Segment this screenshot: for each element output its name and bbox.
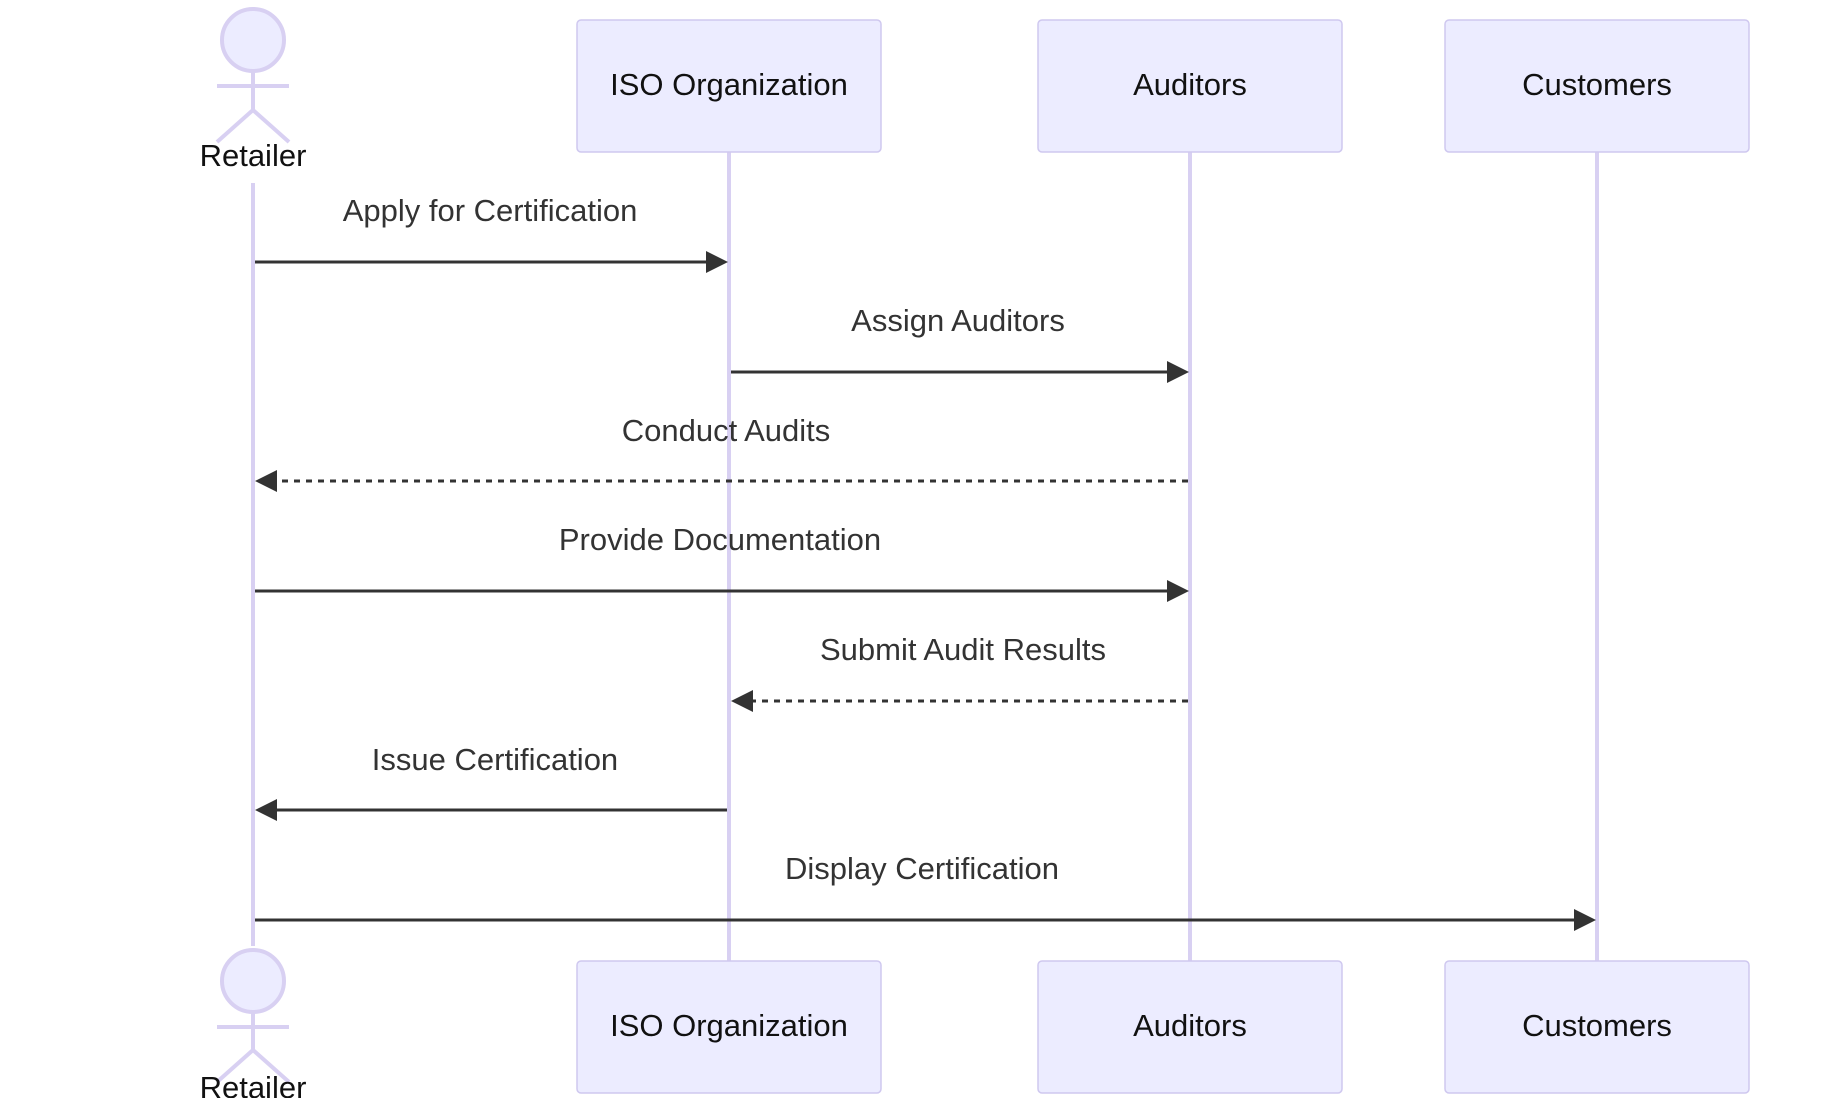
message-provide-documentation: Provide Documentation — [255, 522, 1189, 602]
participant-auditors-top: Auditors — [1037, 19, 1343, 153]
actor-leg-left — [215, 108, 255, 144]
message-assign-auditors: Assign Auditors — [731, 303, 1189, 383]
message-apply-for-certification: Apply for Certification — [255, 193, 728, 273]
actor-label-retailer-bottom: Retailer — [200, 1070, 307, 1098]
message-label: Issue Certification — [372, 742, 618, 777]
participant-label-customers-bottom: Customers — [1522, 1008, 1672, 1043]
participant-customers-bottom: Customers — [1444, 960, 1750, 1094]
participant-label-iso-organization-top: ISO Organization — [610, 67, 848, 102]
participant-iso-organization-top: ISO Organization — [576, 19, 882, 153]
message-label: Submit Audit Results — [820, 632, 1106, 667]
message-label: Display Certification — [785, 851, 1059, 886]
participant-iso-organization-bottom: ISO Organization — [576, 960, 882, 1094]
arrowhead-icon — [1167, 580, 1189, 602]
arrowhead-icon — [706, 251, 728, 273]
arrowhead-icon — [1574, 909, 1596, 931]
message-label: Conduct Audits — [622, 413, 831, 448]
actor-retailer-top: Retailer — [200, 7, 307, 173]
participant-auditors-bottom: Auditors — [1037, 960, 1343, 1094]
message-conduct-audits: Conduct Audits — [255, 413, 1188, 492]
arrowhead-icon — [255, 470, 277, 492]
participant-box — [576, 19, 882, 153]
actor-head-icon — [220, 948, 286, 1014]
participant-box — [1444, 960, 1750, 1094]
participant-label-auditors-bottom: Auditors — [1133, 1008, 1247, 1043]
actor-leg-left — [215, 1048, 255, 1084]
message-label: Apply for Certification — [343, 193, 638, 228]
actor-retailer-bottom: Retailer — [200, 948, 307, 1098]
participant-label-iso-organization-bottom: ISO Organization — [610, 1008, 848, 1043]
participant-box — [1444, 19, 1750, 153]
arrowhead-icon — [731, 690, 753, 712]
actor-head-icon — [220, 7, 286, 73]
actor-leg-right — [251, 1048, 291, 1084]
participant-box — [576, 960, 882, 1094]
message-label: Assign Auditors — [851, 303, 1065, 338]
message-issue-certification: Issue Certification — [255, 742, 727, 821]
participant-box — [1037, 960, 1343, 1094]
actor-label-retailer-top: Retailer — [200, 138, 307, 173]
participant-customers-top: Customers — [1444, 19, 1750, 153]
actor-leg-right — [251, 108, 291, 144]
message-label: Provide Documentation — [559, 522, 881, 557]
message-display-certification: Display Certification — [255, 851, 1596, 931]
message-submit-audit-results: Submit Audit Results — [731, 632, 1188, 712]
arrowhead-icon — [1167, 361, 1189, 383]
participant-label-customers-top: Customers — [1522, 67, 1672, 102]
participant-label-auditors-top: Auditors — [1133, 67, 1247, 102]
arrowhead-icon — [255, 799, 277, 821]
participant-box — [1037, 19, 1343, 153]
